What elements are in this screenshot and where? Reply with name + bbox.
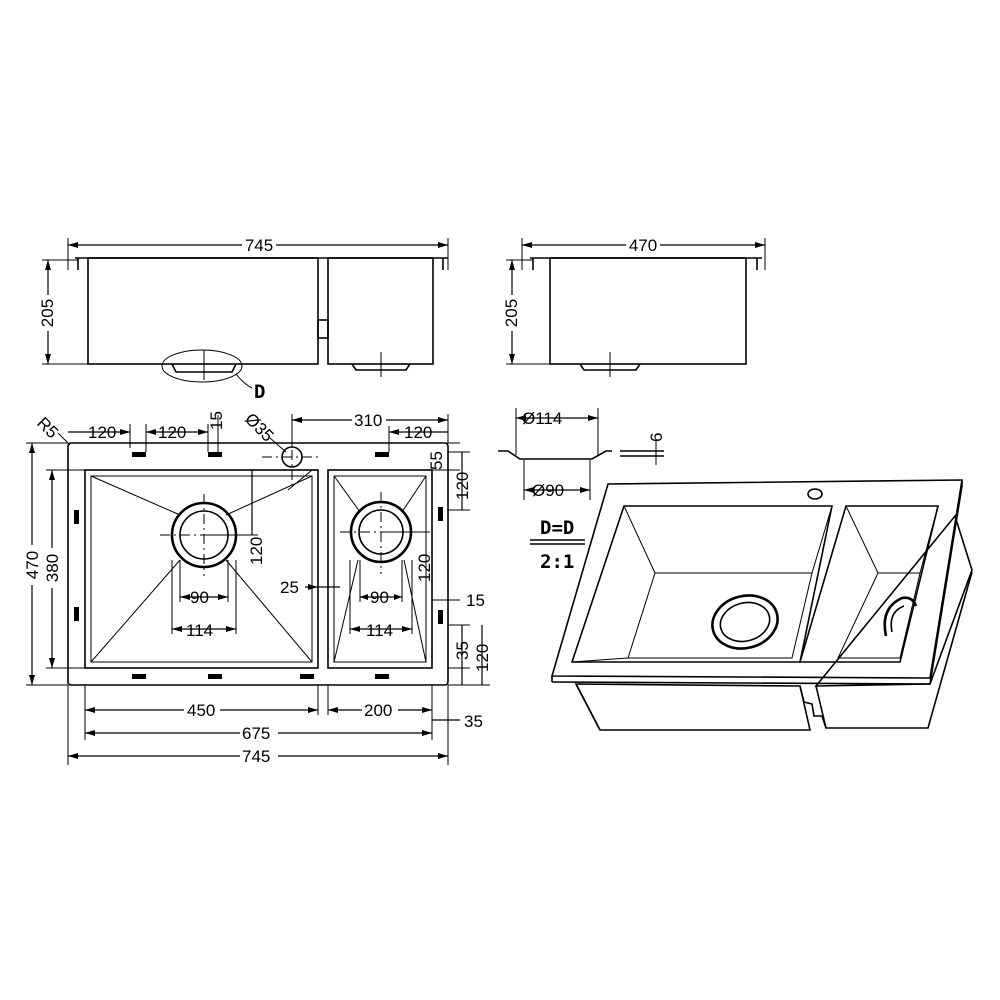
detail-outer-dia: Ø114 xyxy=(522,409,562,428)
bottom-dim-35: 35 xyxy=(464,712,483,731)
detail-thickness: 6 xyxy=(647,433,666,442)
top-dim-310: 310 xyxy=(354,411,382,430)
small-bowl-d90: 90 xyxy=(370,588,389,607)
right-dim-15: 15 xyxy=(466,591,485,610)
detail-inner-dia: Ø90 xyxy=(532,481,564,500)
right-dim-120-top: 120 xyxy=(453,472,472,500)
detail-title: D=D xyxy=(540,517,574,539)
side-height-label: 205 xyxy=(502,299,521,327)
right-dim-120-bottom: 120 xyxy=(473,644,492,672)
bottom-dim-450: 450 xyxy=(187,701,215,720)
corner-radius-label: R5 xyxy=(33,413,62,442)
bottom-dim-745: 745 xyxy=(242,747,270,766)
top-dim-120-right: 120 xyxy=(404,423,432,442)
main-bowl-d90: 90 xyxy=(190,588,209,607)
section-marker-D: D xyxy=(254,381,265,403)
plan-view: R5 120 120 15 Ø35 310 120 55 12 xyxy=(22,409,492,766)
small-bowl-d114: 114 xyxy=(366,621,393,640)
left-dim-380: 380 xyxy=(43,554,62,582)
left-dim-470: 470 xyxy=(23,551,42,579)
main-bowl-d114: 114 xyxy=(186,621,213,640)
bottom-dim-675: 675 xyxy=(242,724,270,743)
small-bowl-d120: 120 xyxy=(415,554,434,582)
detail-scale: 2:1 xyxy=(540,551,574,573)
top-dim-120-left: 120 xyxy=(88,423,116,442)
main-bowl-drain-offset: 120 xyxy=(247,537,266,565)
divider-dim-25: 25 xyxy=(280,578,299,597)
bottom-dim-200: 200 xyxy=(364,701,392,720)
front-view: 745 D 205 xyxy=(38,235,449,403)
top-dim-15: 15 xyxy=(207,411,226,430)
isometric-view xyxy=(550,479,973,731)
right-dim-55: 55 xyxy=(427,451,446,470)
detail-drain: Ø114 6 Ø90 D=D 2:1 xyxy=(498,408,666,573)
front-width-label: 745 xyxy=(245,236,273,255)
front-height-label: 205 xyxy=(38,299,57,327)
top-dim-120-mid: 120 xyxy=(158,423,186,442)
side-width-label: 470 xyxy=(629,236,657,255)
right-dim-35: 35 xyxy=(453,641,472,660)
side-view: 470 205 xyxy=(502,235,766,377)
